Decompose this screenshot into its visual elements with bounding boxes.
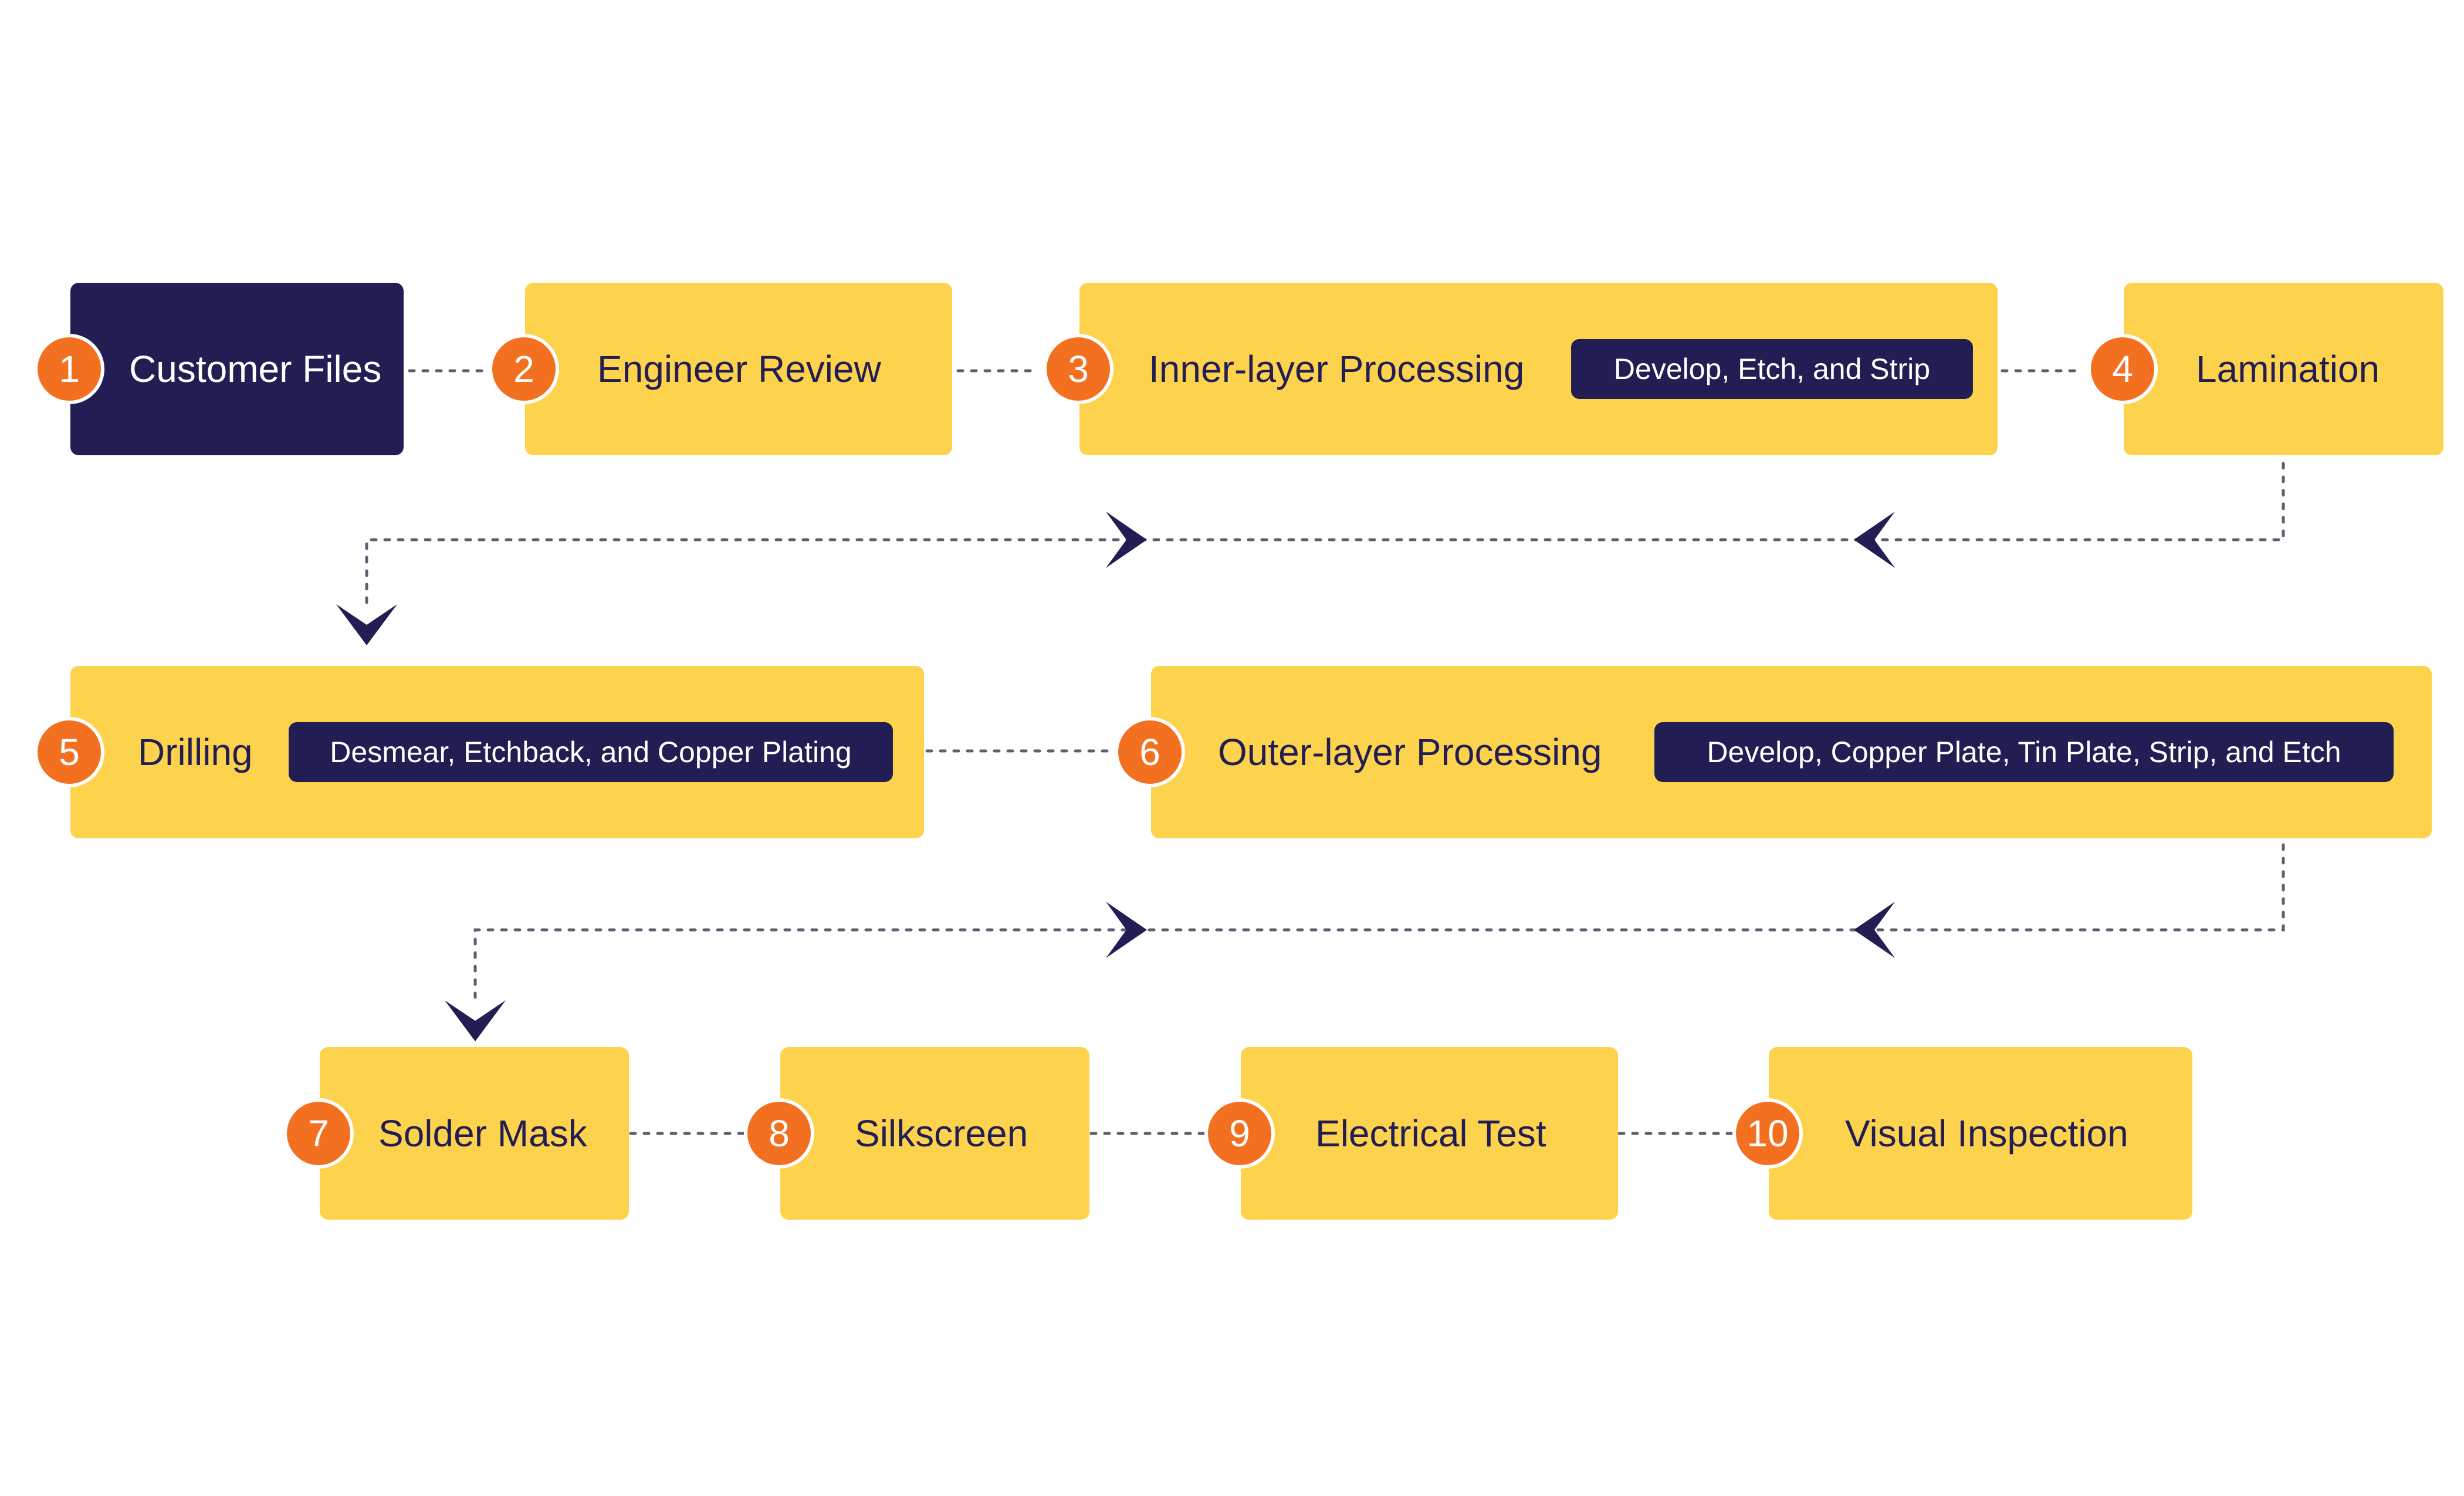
step-number-badge: 4 <box>2087 334 2158 404</box>
step-label: Drilling <box>138 731 253 773</box>
arrow-left-icon <box>1106 902 1147 958</box>
step-number-badge: 1 <box>34 334 104 404</box>
step-number-badge: 9 <box>1204 1098 1275 1169</box>
connector-6-7 <box>473 843 2285 999</box>
step-solder-mask: 7 Solder Mask <box>283 1047 629 1220</box>
step-label: Visual Inspection <box>1845 1112 2128 1155</box>
step-number-badge: 5 <box>34 717 104 787</box>
step-inner-layer-processing: 3 Inner-layer Processing Develop, Etch, … <box>1043 283 1998 455</box>
step-detail-pill: Develop, Copper Plate, Tin Plate, Strip,… <box>1654 722 2394 782</box>
connector-4-5 <box>365 462 2285 606</box>
step-label: Engineer Review <box>597 348 881 390</box>
step-label: Inner-layer Processing <box>1149 348 1525 390</box>
arrow-down-icon <box>445 1000 506 1041</box>
step-label: Silkscreen <box>855 1112 1028 1155</box>
arrow-left-icon <box>1854 512 1895 568</box>
step-customer-files: 1 Customer Files <box>34 283 404 455</box>
step-detail-pill: Desmear, Etchback, and Copper Plating <box>289 722 893 782</box>
step-visual-inspection: 10 Visual Inspection <box>1732 1047 2192 1220</box>
step-number-badge: 8 <box>744 1098 814 1169</box>
step-lamination: 4 Lamination <box>2087 283 2443 455</box>
step-number-badge: 3 <box>1043 334 1113 404</box>
step-label: Customer Files <box>129 348 382 390</box>
step-label: Outer-layer Processing <box>1218 731 1602 773</box>
step-detail-pill: Develop, Etch, and Strip <box>1571 339 1973 399</box>
step-label: Solder Mask <box>378 1112 587 1155</box>
arrow-left-icon <box>1854 902 1895 958</box>
arrow-left-icon <box>1106 512 1147 568</box>
step-number-badge: 7 <box>283 1098 354 1169</box>
step-number-badge: 2 <box>489 334 559 404</box>
step-silkscreen: 8 Silkscreen <box>744 1047 1089 1220</box>
step-outer-layer-processing: 6 Outer-layer Processing Develop, Copper… <box>1115 666 2432 838</box>
arrow-down-icon <box>336 604 397 645</box>
step-number-badge: 10 <box>1732 1098 1803 1169</box>
step-engineer-review: 2 Engineer Review <box>489 283 952 455</box>
step-number-badge: 6 <box>1115 717 1185 787</box>
step-label: Lamination <box>2196 348 2380 390</box>
step-electrical-test: 9 Electrical Test <box>1204 1047 1618 1220</box>
step-drilling: 5 Drilling Desmear, Etchback, and Copper… <box>34 666 924 838</box>
step-label: Electrical Test <box>1315 1112 1546 1155</box>
